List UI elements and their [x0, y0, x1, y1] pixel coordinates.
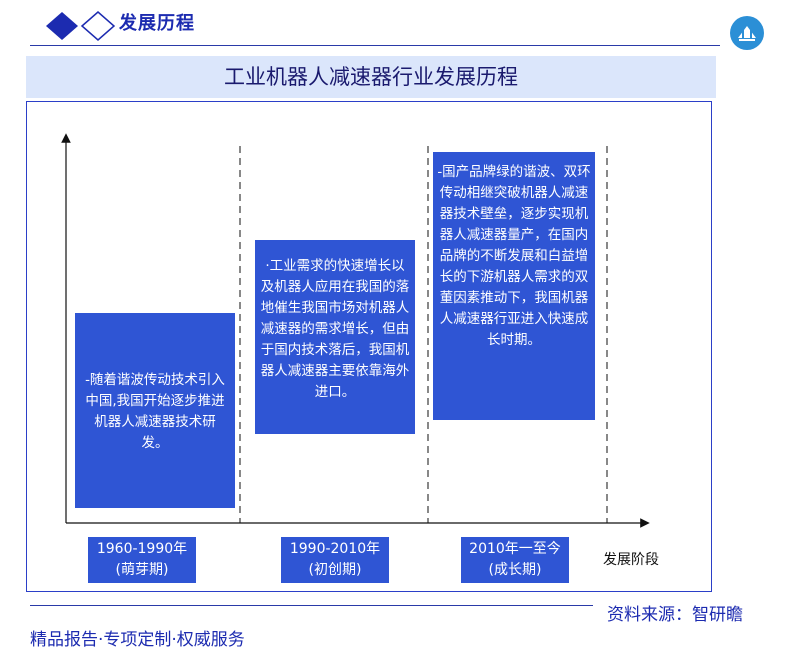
header-diamond-icon [46, 11, 116, 41]
stage-label: 2010年一至今 (成长期) [461, 537, 569, 583]
title-banner [26, 56, 716, 98]
stage-description-card: -随着谐波传动技术引入中国,我国开始逐步推进机器人减速器技术研发。 [75, 313, 235, 508]
stage-description-card: ·工业需求的快速增长以及机器人应用在我国的落地催生我国市场对机器人减速器的需求增… [255, 240, 415, 434]
stage-phase: (萌芽期) [115, 562, 169, 578]
stage-phase: (成长期) [488, 562, 542, 578]
header-divider [30, 45, 720, 46]
brand-logo-icon [730, 16, 764, 50]
stage-description-card: -国产品牌绿的谐波、双环传动相继突破机器人减速器技术壁垒，逐步实现机器人减速器量… [433, 152, 595, 420]
stage-period: 2010年一至今 [469, 541, 561, 557]
header-title: 发展历程 [119, 13, 195, 34]
x-axis-label: 发展阶段 [603, 552, 659, 568]
stage-label: 1990-2010年 (初创期) [281, 537, 389, 583]
stage-phase: (初创期) [308, 562, 362, 578]
diagram-title: 工业机器人减速器行业发展历程 [224, 65, 518, 89]
source-note: 资料来源：智研瞻 [607, 605, 743, 625]
diagram-frame [26, 101, 712, 592]
footer-slogan: 精品报告·专项定制·权威服务 [30, 630, 245, 650]
stage-period: 1960-1990年 [96, 541, 188, 557]
footer-divider [30, 605, 593, 606]
stage-label: 1960-1990年 (萌芽期) [88, 537, 196, 583]
stage-period: 1990-2010年 [289, 541, 381, 557]
